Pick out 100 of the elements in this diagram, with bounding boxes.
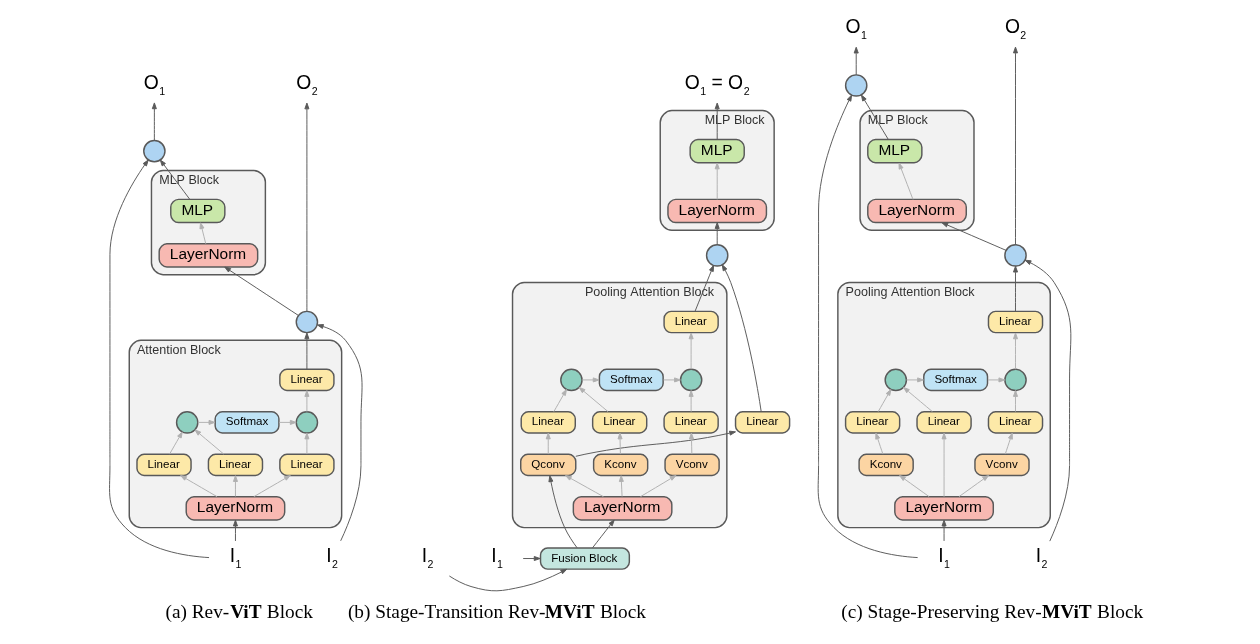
node-box: Softmax	[214, 411, 280, 434]
node-box: LayerNorm	[667, 198, 768, 224]
node-box: Linear	[916, 411, 972, 434]
node-box: Linear	[734, 411, 791, 434]
arrow	[581, 377, 600, 383]
node-box: Linear	[663, 411, 719, 434]
arrow	[151, 102, 157, 141]
node-circle	[844, 74, 868, 97]
node-circle	[295, 310, 319, 334]
arrow	[618, 475, 624, 497]
node-text: O$_{1}$ = O$_{2}$	[684, 72, 750, 98]
arrow	[545, 432, 551, 455]
node-circle	[295, 411, 319, 434]
arrow	[853, 46, 859, 76]
node-box: Linear	[987, 310, 1044, 334]
arrow	[714, 162, 720, 200]
node-text: O$_{1}$	[845, 16, 867, 42]
arrow	[548, 475, 578, 549]
arrow	[304, 102, 310, 312]
arrow	[278, 419, 297, 425]
arrow	[304, 390, 310, 413]
node-box: MLP	[689, 138, 745, 164]
node-text: I$_{2}$	[1035, 545, 1048, 571]
arrow	[941, 222, 1007, 251]
arrow	[903, 386, 933, 413]
node-circle	[679, 368, 703, 392]
arrow	[194, 429, 225, 455]
node-box: Vconv	[664, 453, 720, 477]
node-box: Linear	[987, 411, 1044, 434]
node-box: Kconv	[592, 453, 649, 477]
arrow	[958, 475, 989, 498]
node-circle	[143, 139, 166, 163]
arrow	[640, 475, 677, 498]
arrow	[688, 432, 694, 455]
node-box: MLP	[170, 198, 226, 224]
arrow	[898, 162, 914, 200]
arrow	[714, 102, 720, 140]
node-text: I$_{1}$	[938, 545, 950, 571]
arrow	[1013, 46, 1018, 245]
label: (b) Stage-Transition Rev-MViT Block	[347, 601, 646, 623]
arrow	[304, 432, 310, 455]
label: (c) Stage-Preserving Rev-MViT Block	[841, 601, 1144, 623]
arrow	[565, 475, 604, 498]
arrow	[253, 475, 291, 498]
node-box: LayerNorm	[572, 496, 673, 521]
node-box: Fusion Block	[539, 547, 631, 570]
node-box: LayerNorm	[185, 496, 286, 521]
node-box: Kconv	[858, 453, 914, 477]
arrow	[721, 264, 762, 413]
arrow	[941, 519, 947, 542]
node-box: Linear	[279, 368, 335, 392]
node-circle	[175, 411, 199, 434]
arrow	[1013, 265, 1018, 312]
node-box: LayerNorm	[867, 198, 967, 224]
node-box: Vconv	[974, 453, 1030, 477]
arrow	[941, 432, 947, 498]
node-box: MLP	[867, 138, 923, 164]
node-circle	[560, 368, 583, 392]
node-box: LayerNorm	[894, 496, 995, 521]
arrow	[180, 475, 218, 498]
arrow	[663, 377, 681, 383]
arrow	[592, 519, 615, 549]
node-text: I$_{1}$	[229, 545, 242, 571]
node-box: Linear	[591, 411, 648, 434]
arrow	[860, 94, 889, 140]
arrow	[224, 266, 299, 316]
arrow	[232, 519, 238, 542]
node-box: LayerNorm	[158, 243, 259, 268]
arrow	[316, 324, 363, 542]
arrow	[448, 568, 568, 592]
arrow	[906, 377, 924, 383]
arrow	[688, 332, 694, 370]
arrow	[617, 432, 623, 455]
arrow	[1024, 259, 1072, 542]
arrow	[688, 390, 694, 413]
arrow	[1013, 332, 1018, 370]
arrow	[899, 475, 930, 498]
arrow	[578, 386, 609, 413]
node-text: I$_{1}$	[491, 545, 503, 571]
node-box: Softmax	[923, 368, 989, 392]
arrow	[159, 159, 191, 200]
node-box: Linear	[520, 411, 576, 434]
node-box: Linear	[279, 453, 335, 477]
arrow	[877, 389, 892, 413]
node-circle	[1004, 244, 1027, 267]
arrow	[304, 332, 310, 370]
arrow	[1004, 432, 1013, 455]
node-circle	[1004, 368, 1027, 392]
node-box: Linear	[136, 453, 192, 477]
node-text: I$_{2}$	[421, 545, 434, 571]
arrow	[575, 430, 736, 457]
node-box: Qconv	[520, 453, 577, 477]
arrow	[522, 556, 541, 562]
arrow	[232, 475, 238, 497]
arrow	[169, 431, 183, 455]
arrow	[553, 389, 567, 413]
node-box: Linear	[663, 310, 719, 334]
arrow	[109, 159, 210, 559]
node-text: O$_{1}$	[143, 72, 166, 98]
node-text: O$_{2}$	[296, 72, 318, 98]
